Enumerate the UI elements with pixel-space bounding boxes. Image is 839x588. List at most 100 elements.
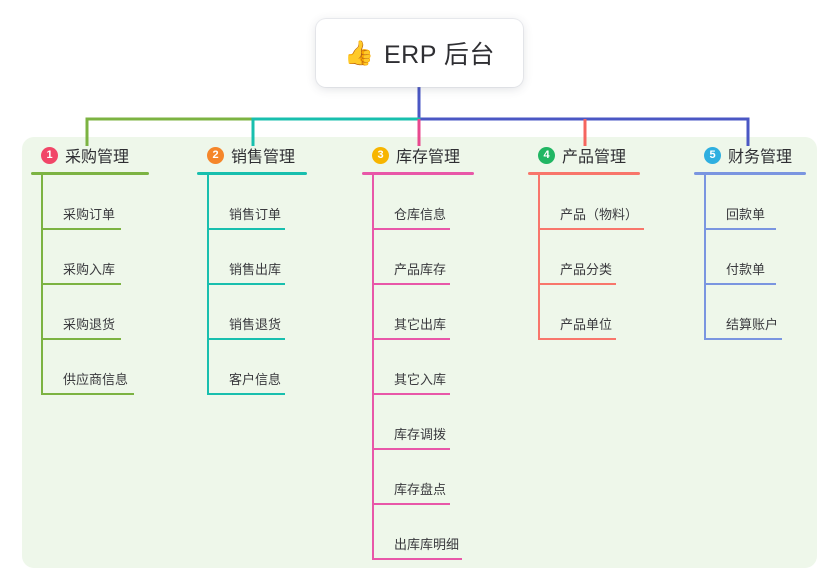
leaf-node[interactable]: 采购入库 — [41, 230, 149, 285]
branch-header-4[interactable]: 4 产品管理 — [528, 144, 640, 166]
branch-items-4: 产品（物料） 产品分类产品单位 — [528, 175, 644, 340]
leaf-node[interactable]: 仓库信息 — [372, 175, 474, 230]
root-node-title: ERP 后台 — [383, 41, 495, 69]
branch-column-2: 2 销售管理销售订单销售出库销售退货客户信息 — [197, 144, 307, 395]
leaf-node[interactable]: 采购订单 — [41, 175, 149, 230]
leaf-label: 结算账户 — [726, 317, 779, 332]
leaf-node[interactable]: 产品库存 — [372, 230, 474, 285]
leaf-label: 库存盘点 — [394, 482, 447, 497]
branch-underline-3 — [362, 172, 474, 175]
branch-items-1: 采购订单采购入库采购退货供应商信息 — [31, 175, 149, 395]
leaf-label: 出库库明细 — [394, 537, 460, 552]
branch-title-4: 产品管理 — [562, 149, 627, 166]
thumbs-up-icon: 👍 — [344, 39, 374, 67]
leaf-label: 产品分类 — [560, 262, 613, 277]
branch-items-2: 销售订单销售出库销售退货客户信息 — [197, 175, 307, 395]
branch-spine-5 — [704, 175, 706, 340]
branch-badge-2: 2 — [207, 146, 224, 164]
branch-spine-1 — [41, 175, 43, 395]
root-node[interactable]: 👍 ERP 后台 — [316, 19, 523, 87]
leaf-node[interactable]: 销售出库 — [207, 230, 307, 285]
leaf-underline — [207, 393, 285, 395]
branch-title-5: 财务管理 — [728, 149, 793, 166]
branch-header-1[interactable]: 1 采购管理 — [31, 144, 149, 166]
leaf-node[interactable]: 结算账户 — [704, 285, 806, 340]
leaf-node[interactable]: 采购退货 — [41, 285, 149, 340]
leaf-label: 仓库信息 — [394, 207, 447, 222]
leaf-underline — [538, 283, 616, 285]
leaf-label: 采购退货 — [63, 317, 116, 332]
leaf-label: 产品库存 — [394, 262, 447, 277]
branch-underline-2 — [197, 172, 307, 175]
leaf-node[interactable]: 付款单 — [704, 230, 806, 285]
branch-spine-3 — [372, 175, 374, 560]
leaf-underline — [207, 338, 285, 340]
branch-badge-3: 3 — [372, 146, 389, 164]
leaf-node[interactable]: 出库库明细 — [372, 505, 474, 560]
leaf-label: 供应商信息 — [63, 372, 129, 387]
leaf-label: 付款单 — [726, 262, 766, 277]
leaf-underline — [372, 448, 450, 450]
leaf-underline — [207, 283, 285, 285]
leaf-underline — [704, 283, 776, 285]
leaf-underline — [538, 228, 644, 230]
branch-items-3: 仓库信息产品库存其它出库其它入库库存调拨库存盘点出库库明细 — [362, 175, 474, 560]
branches-background-panel — [22, 137, 817, 568]
leaf-underline — [372, 503, 450, 505]
leaf-underline — [372, 338, 450, 340]
leaf-underline — [41, 393, 134, 395]
branch-badge-5: 5 — [704, 146, 721, 164]
leaf-underline — [207, 228, 285, 230]
leaf-label: 回款单 — [726, 207, 766, 222]
leaf-node[interactable]: 其它入库 — [372, 340, 474, 395]
leaf-label: 销售出库 — [229, 262, 282, 277]
leaf-label: 客户信息 — [229, 372, 282, 387]
branch-column-5: 5 财务管理回款单付款单结算账户 — [694, 144, 806, 340]
leaf-label: 库存调拨 — [394, 427, 447, 442]
leaf-node[interactable]: 销售订单 — [207, 175, 307, 230]
leaf-underline — [704, 338, 782, 340]
leaf-label: 产品（物料） — [560, 207, 639, 222]
branch-underline-5 — [694, 172, 806, 175]
leaf-node[interactable]: 库存调拨 — [372, 395, 474, 450]
branch-column-1: 1 采购管理采购订单采购入库采购退货供应商信息 — [31, 144, 149, 395]
leaf-underline — [372, 558, 462, 560]
leaf-node[interactable]: 库存盘点 — [372, 450, 474, 505]
branch-column-4: 4 产品管理产品（物料） 产品分类产品单位 — [528, 144, 644, 340]
leaf-node[interactable]: 供应商信息 — [41, 340, 149, 395]
leaf-underline — [41, 338, 121, 340]
branch-underline-1 — [31, 172, 149, 175]
leaf-label: 销售退货 — [229, 317, 282, 332]
leaf-node[interactable]: 其它出库 — [372, 285, 474, 340]
leaf-underline — [704, 228, 776, 230]
leaf-underline — [372, 228, 450, 230]
branch-items-5: 回款单付款单结算账户 — [694, 175, 806, 340]
branch-spine-2 — [207, 175, 209, 395]
leaf-label: 其它出库 — [394, 317, 447, 332]
leaf-node[interactable]: 客户信息 — [207, 340, 307, 395]
branch-column-3: 3 库存管理仓库信息产品库存其它出库其它入库库存调拨库存盘点出库库明细 — [362, 144, 474, 560]
branch-title-3: 库存管理 — [396, 149, 461, 166]
leaf-underline — [372, 283, 450, 285]
leaf-underline — [41, 228, 121, 230]
leaf-node[interactable]: 产品单位 — [538, 285, 640, 340]
branch-header-3[interactable]: 3 库存管理 — [362, 144, 474, 166]
leaf-node[interactable]: 销售退货 — [207, 285, 307, 340]
leaf-label: 销售订单 — [229, 207, 282, 222]
leaf-label: 采购订单 — [63, 207, 116, 222]
branch-header-5[interactable]: 5 财务管理 — [694, 144, 806, 166]
branch-spine-4 — [538, 175, 540, 340]
leaf-underline — [372, 393, 450, 395]
branch-badge-4: 4 — [538, 146, 555, 164]
leaf-underline — [41, 283, 121, 285]
leaf-label: 采购入库 — [63, 262, 116, 277]
branch-title-2: 销售管理 — [231, 149, 296, 166]
leaf-node[interactable]: 产品分类 — [538, 230, 640, 285]
branch-title-1: 采购管理 — [65, 149, 130, 166]
branch-badge-1: 1 — [41, 146, 58, 164]
leaf-node[interactable]: 回款单 — [704, 175, 806, 230]
branch-header-2[interactable]: 2 销售管理 — [197, 144, 307, 166]
leaf-label: 产品单位 — [560, 317, 613, 332]
leaf-node[interactable]: 产品（物料） — [538, 175, 644, 230]
